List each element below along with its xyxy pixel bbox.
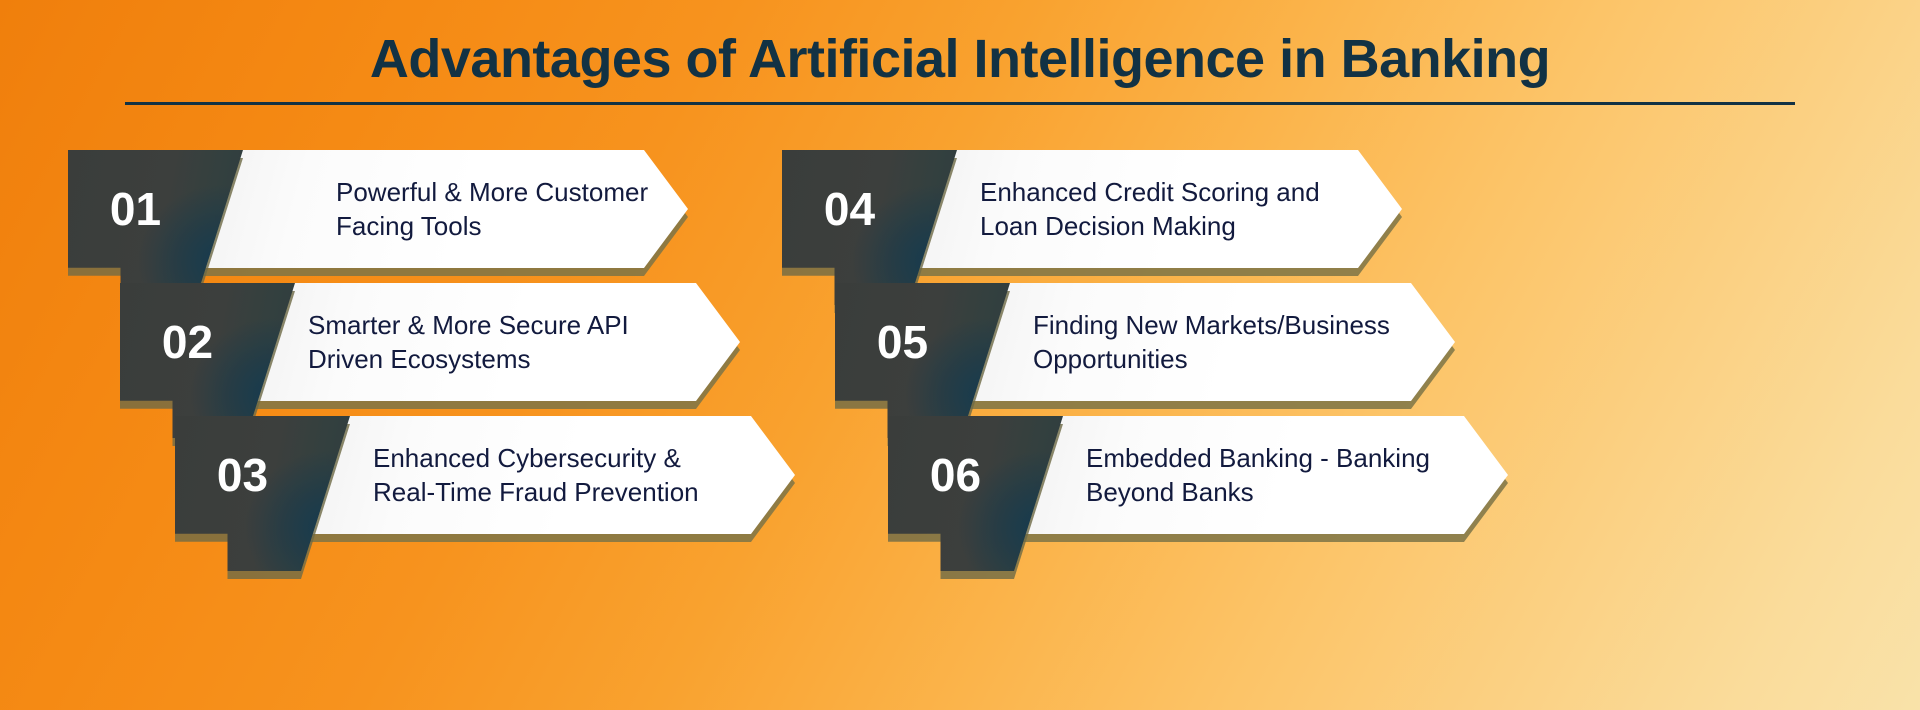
card-text: Powerful & More Customer Facing Tools [336, 177, 649, 241]
card-text: Enhanced Credit Scoring and Loan Decisio… [980, 177, 1320, 241]
title-block: Advantages of Artificial Intelligence in… [125, 28, 1795, 105]
banner [963, 283, 1455, 401]
card-text: Embedded Banking - Banking Beyond Banks [1086, 443, 1431, 507]
card-number: 03 [216, 449, 269, 501]
banner [248, 283, 740, 401]
card-text: Smarter & More Secure API Driven Ecosyst… [308, 310, 629, 374]
card-number: 04 [823, 183, 876, 235]
advantage-card-02[interactable]: 02 Smarter & More Secure API Driven Ecos… [120, 283, 740, 446]
page-title: Advantages of Artificial Intelligence in… [369, 29, 1551, 89]
banner [1016, 416, 1508, 534]
banner [196, 150, 688, 268]
advantage-card-01[interactable]: 01 Powerful & More Customer Facing Tools [68, 150, 688, 313]
card-text: Finding New Markets/Business Opportuniti… [1033, 310, 1390, 374]
advantage-card-06[interactable]: 06 Embedded Banking - Banking Beyond Ban… [888, 416, 1508, 579]
advantage-card-05[interactable]: 05 Finding New Markets/Business Opportun… [835, 283, 1455, 446]
card-number: 02 [161, 316, 214, 368]
advantage-card-04[interactable]: 04 Enhanced Credit Scoring and Loan Deci… [782, 150, 1402, 313]
card-number: 06 [929, 449, 982, 501]
card-text: Enhanced Cybersecurity & Real-Time Fraud… [373, 443, 699, 507]
banner [303, 416, 795, 534]
card-number: 05 [876, 316, 929, 368]
card-number: 01 [109, 183, 162, 235]
advantage-card-03[interactable]: 03 Enhanced Cybersecurity & Real-Time Fr… [175, 416, 795, 579]
title-underline-divider [125, 102, 1795, 105]
banner [910, 150, 1402, 268]
